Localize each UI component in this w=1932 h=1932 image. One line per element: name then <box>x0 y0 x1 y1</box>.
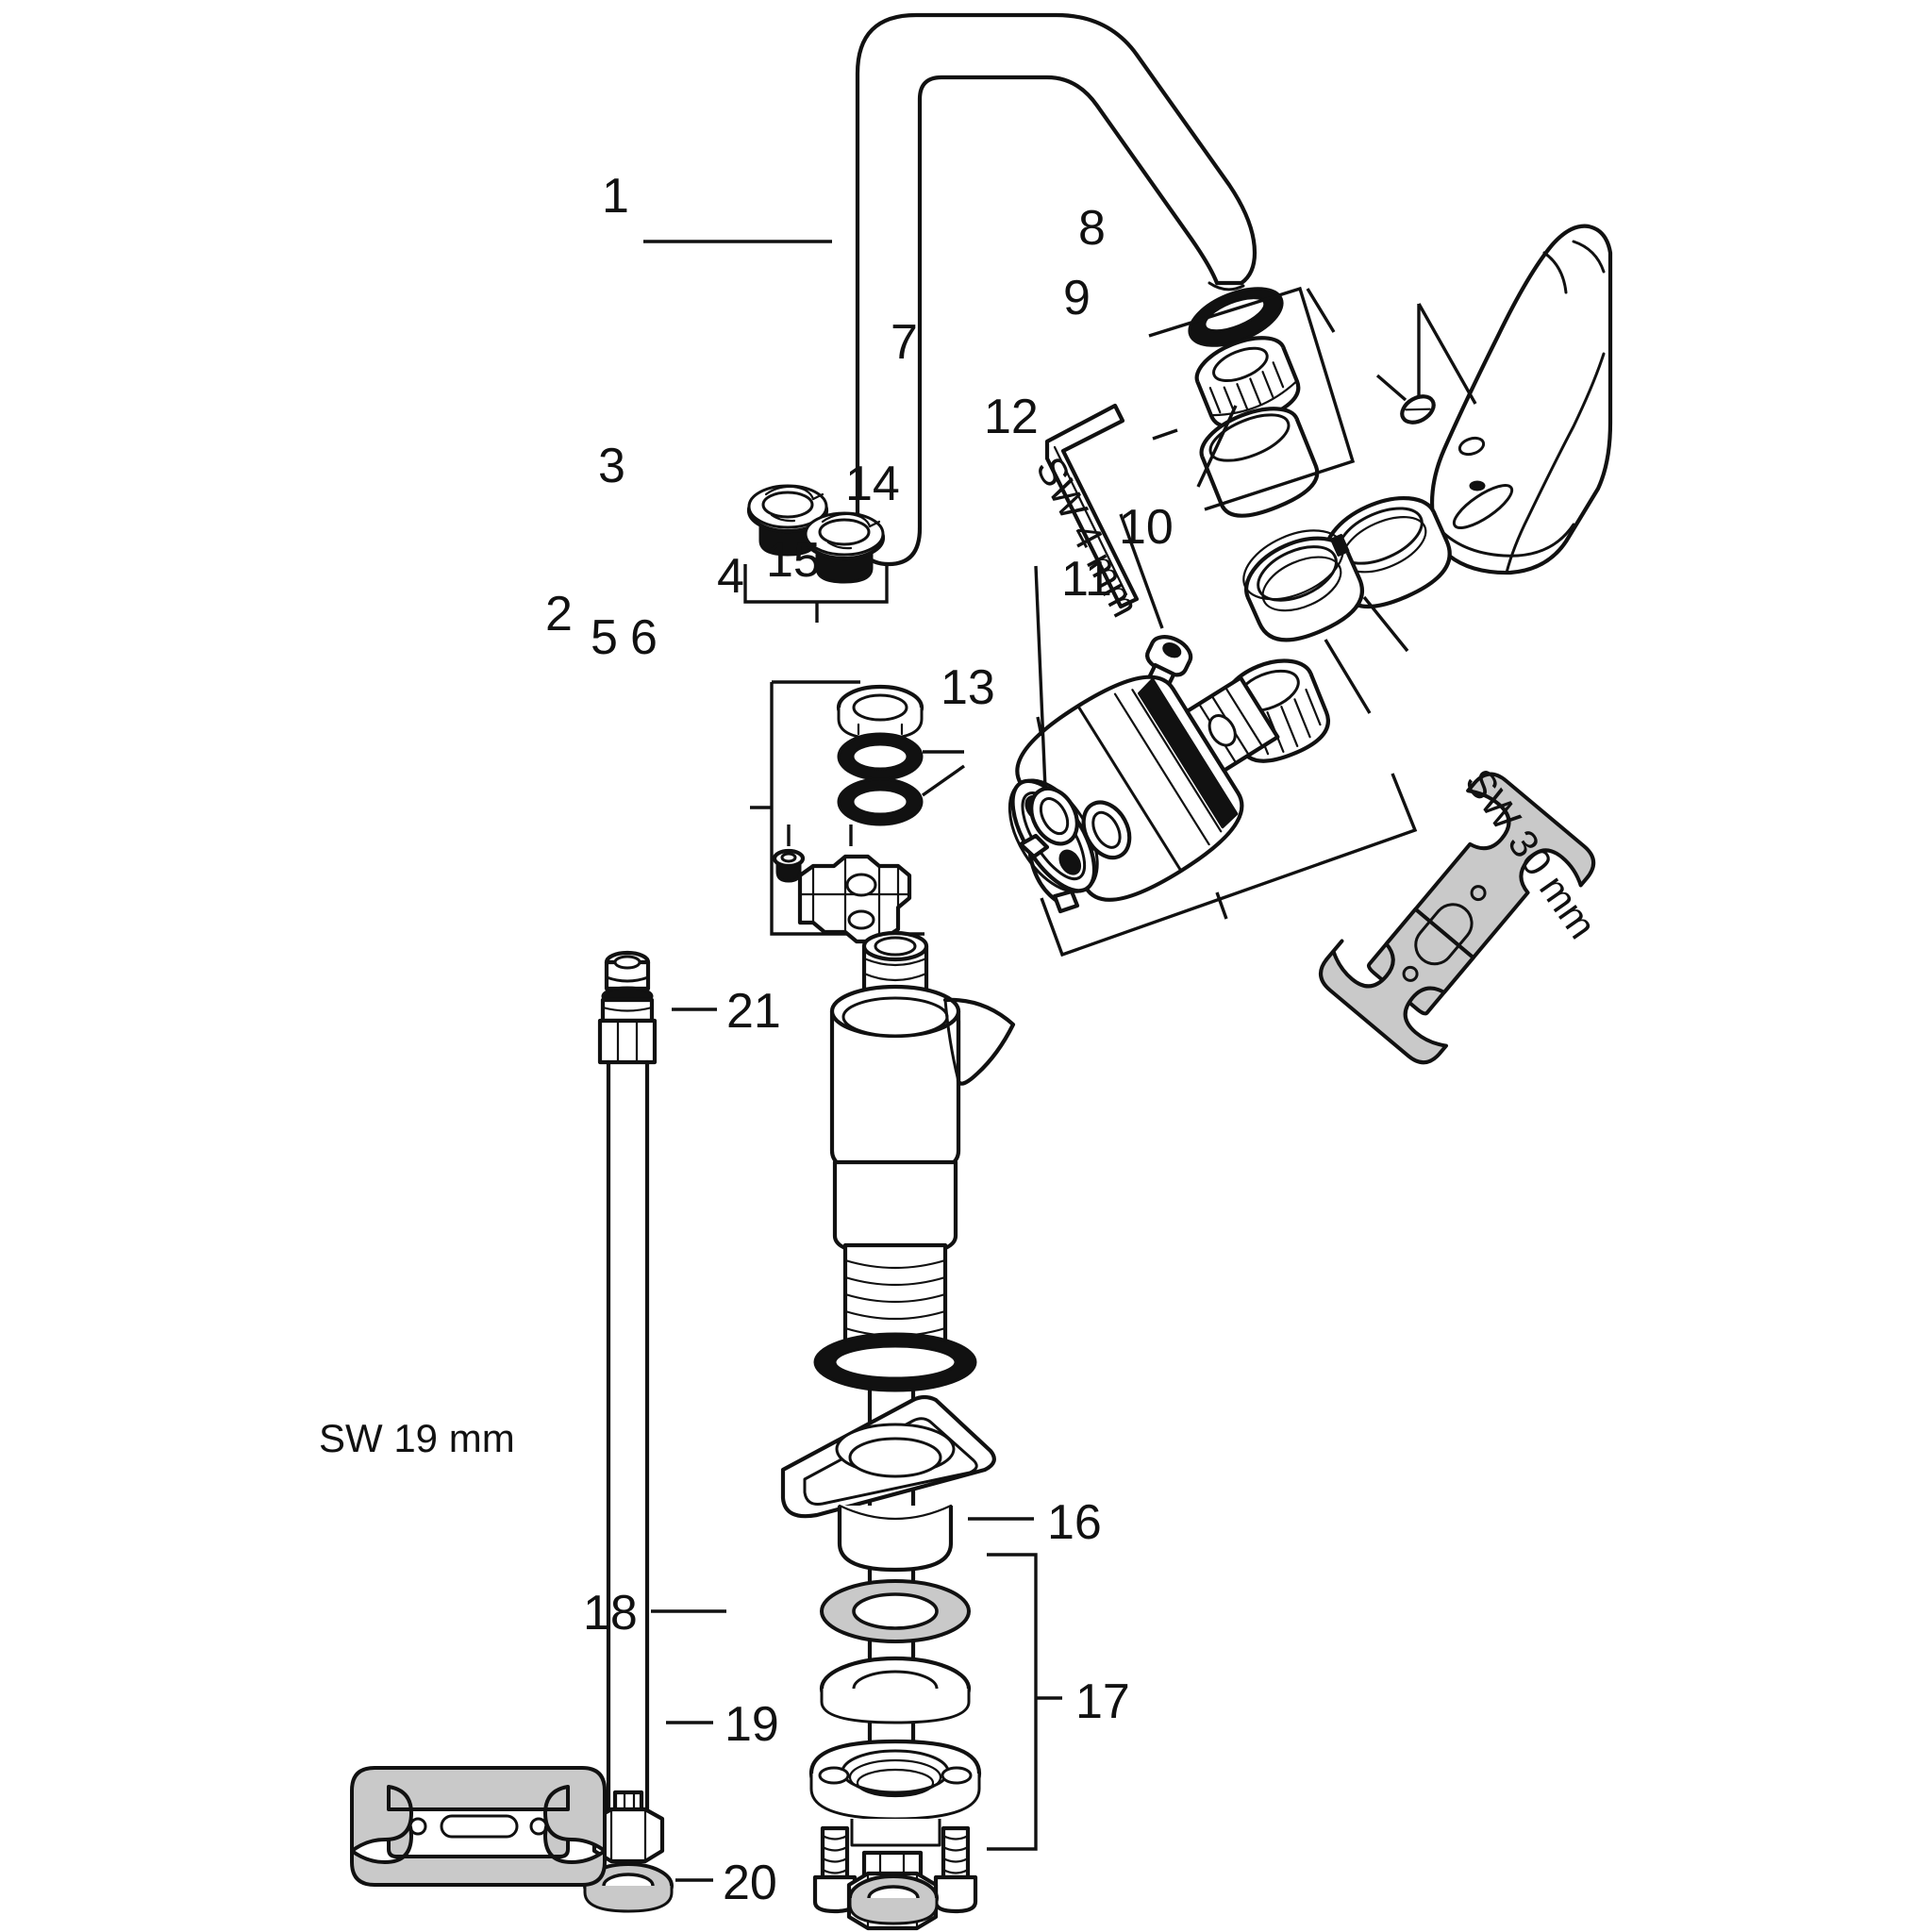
callout-5: 5 <box>591 610 618 665</box>
callout-14: 14 <box>845 457 900 511</box>
part-21-hose-nipple <box>597 950 717 1065</box>
part-11-cartridge-cap-nut <box>1242 529 1372 714</box>
callout-17: 17 <box>1075 1674 1130 1729</box>
callout-11: 11 <box>1061 552 1112 607</box>
part-8-lever-handle <box>1417 224 1613 575</box>
callout-21: 21 <box>726 984 781 1039</box>
part-4-o-ring-set <box>836 684 965 826</box>
part-13-cartridge-kit <box>1008 658 1418 958</box>
callout-6: 6 <box>630 610 658 665</box>
part-19-supply-hose <box>606 1059 713 1833</box>
callout-10: 10 <box>1119 500 1174 555</box>
part-5-set-screw <box>772 824 806 883</box>
part-3-check-valves <box>743 484 889 623</box>
callout-1: 1 <box>602 169 629 224</box>
callout-19: 19 <box>724 1697 779 1752</box>
callout-9: 9 <box>1063 271 1091 325</box>
tool-hex-key-sw4 <box>1044 403 1140 609</box>
tool-label-sw19: SW 19 mm <box>319 1416 515 1460</box>
part-12-escutcheon-ring <box>1196 405 1238 488</box>
callout-3: 3 <box>598 439 625 493</box>
callout-4: 4 <box>717 549 744 604</box>
leader-lines <box>643 240 1336 737</box>
callout-7: 7 <box>891 315 918 370</box>
part-9-cover-cap <box>1375 374 1436 425</box>
shank-sealing-washer <box>848 1874 939 1925</box>
part-16-support-plate <box>780 1394 1034 1573</box>
body-o-ring <box>813 1332 977 1392</box>
part-7-aerator-assembly <box>1148 286 1356 518</box>
callout-15: 15 <box>766 533 821 588</box>
faucet-body <box>813 930 1016 1810</box>
callout-8: 8 <box>1078 201 1106 256</box>
callout-2: 2 <box>545 587 573 641</box>
part-15-seal-set-leader <box>1034 565 1047 790</box>
callout-12: 12 <box>984 390 1039 444</box>
tool-wrench-sw19 <box>350 1766 607 1887</box>
part-18-fibre-washer <box>651 1579 971 1643</box>
tool-wrench-sw30 <box>1319 772 1596 1065</box>
callout-13: 13 <box>941 660 995 715</box>
callout-20: 20 <box>723 1856 777 1910</box>
part-6-retainer-clip <box>797 824 912 944</box>
callout-16: 16 <box>1047 1495 1102 1550</box>
callout-18: 18 <box>583 1586 638 1641</box>
